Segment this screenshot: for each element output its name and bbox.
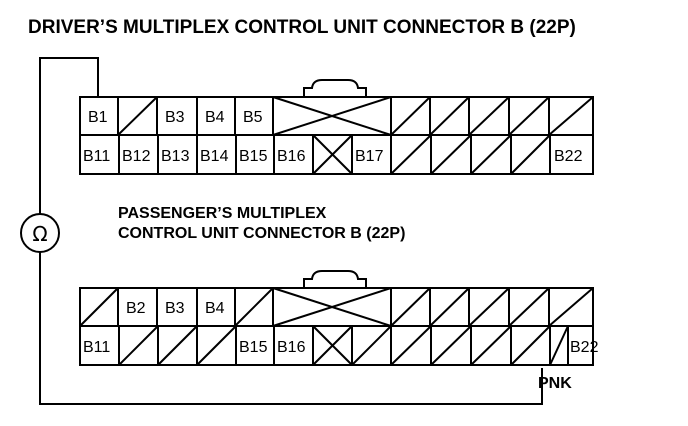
- driver-connector-title: DRIVER’S MULTIPLEX CONTROL UNIT CONNECTO…: [28, 17, 576, 38]
- wire-driver-b1: [39, 57, 99, 214]
- wire-passenger-b22: [39, 252, 543, 405]
- passenger-pin-label: B16: [277, 339, 306, 356]
- passenger-unused-cavity: [196, 325, 237, 366]
- passenger-pin-label: B11: [83, 339, 110, 356]
- passenger-pin-label: B2: [126, 300, 146, 317]
- passenger-unused-cavity: [390, 325, 432, 366]
- driver-pin-label: B16: [277, 148, 306, 165]
- driver-unused-cavity: [548, 96, 594, 136]
- passenger-connector-title-line2: CONTROL UNIT CONNECTOR B (22P): [118, 225, 405, 242]
- driver-pin-label: B3: [165, 109, 185, 126]
- driver-pin-label: B4: [205, 109, 225, 126]
- passenger-connector-title-line1: PASSENGER’S MULTIPLEX: [118, 205, 327, 222]
- driver-unused-cavity: [468, 96, 510, 136]
- driver-unused-cavity: [390, 96, 431, 136]
- passenger-unused-cavity: [510, 325, 551, 366]
- passenger-unused-cavity: [508, 287, 550, 327]
- driver-unused-cavity: [430, 134, 472, 175]
- test-wiring: [39, 57, 543, 405]
- driver-pin-label: B11: [83, 148, 110, 165]
- driver-unused-cavity: [429, 96, 470, 136]
- driver-unused-cavity: [117, 96, 158, 136]
- driver-pin-label: B12: [122, 148, 151, 165]
- driver-unused-cavity: [390, 134, 432, 175]
- passenger-unused-cavity: [157, 325, 198, 366]
- passenger-pin-label: B4: [205, 300, 225, 317]
- passenger-pin-label: B3: [165, 300, 185, 317]
- passenger-unused-cavity: [118, 325, 159, 366]
- passenger-unused-cavity: [429, 287, 470, 327]
- passenger-unused-cavity: [470, 325, 512, 366]
- passenger-unused-cavity: [390, 287, 431, 327]
- driver-unused-cavity: [510, 134, 551, 175]
- ohm-symbol: Ω: [32, 222, 47, 246]
- driver-pin-label: B5: [243, 109, 263, 126]
- passenger-unused-cavity: [468, 287, 510, 327]
- passenger-pin-label: B15: [239, 339, 268, 356]
- driver-pin-label: B17: [355, 148, 384, 165]
- passenger-connector-latch: [303, 270, 367, 288]
- driver-pin-label: B14: [200, 148, 229, 165]
- driver-pin-label: B15: [239, 148, 268, 165]
- driver-unused-cavity: [470, 134, 512, 175]
- passenger-unused-cavity: [430, 325, 472, 366]
- passenger-pin-label: B22: [570, 339, 599, 356]
- driver-connector-latch: [303, 79, 367, 97]
- passenger-unused-cavity: [351, 325, 392, 366]
- ohmmeter-icon: [20, 213, 60, 253]
- passenger-unused-cavity: [548, 287, 594, 327]
- driver-pin-label: B13: [161, 148, 190, 165]
- ohmmeter: Ω: [20, 213, 60, 253]
- passenger-unused-cavity: [234, 287, 274, 327]
- passenger-unused-cavity: [79, 287, 119, 327]
- wire-color-label: PNK: [538, 375, 572, 392]
- driver-pin-label: B22: [554, 148, 583, 165]
- driver-unused-cavity: [508, 96, 550, 136]
- driver-pin-label: B1: [88, 109, 108, 126]
